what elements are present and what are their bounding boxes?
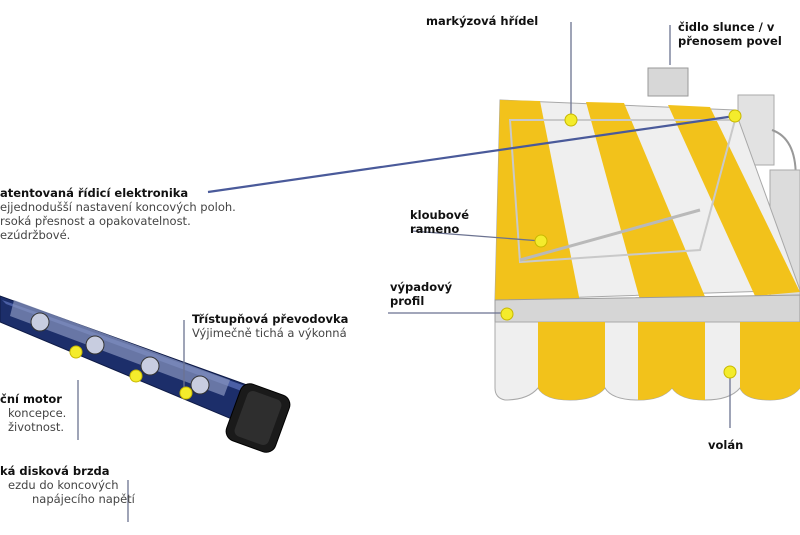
label-brake-desc1: ezdu do koncových xyxy=(8,478,119,492)
internal-bearing xyxy=(30,312,50,332)
fabric-stripe xyxy=(586,102,706,300)
leader-electronics xyxy=(207,114,736,194)
label-electronics-title: atentovaná řídicí elektronika xyxy=(0,186,189,200)
label-shaft: markýzová hřídel xyxy=(426,14,539,28)
callout-dot xyxy=(534,234,548,248)
label-motor: ční motor koncepce. životnost. xyxy=(0,392,66,434)
fabric-stripe xyxy=(495,100,580,302)
label-gearbox: Třístupňová převodovka Výjimečně tichá a… xyxy=(192,312,348,340)
label-gearbox-title: Třístupňová převodovka xyxy=(192,312,349,326)
callout-dot xyxy=(179,386,193,400)
internal-bearing xyxy=(140,356,160,376)
awning-illustration xyxy=(494,67,800,401)
label-brake-title: ká disková brzda xyxy=(0,464,110,478)
callout-dot xyxy=(723,365,737,379)
label-arm-line1: kloubové xyxy=(410,208,470,222)
valance-stripe xyxy=(740,322,800,400)
motor-internals xyxy=(10,300,230,396)
internal-bearing xyxy=(85,335,105,355)
label-profile-line1: výpadový xyxy=(390,280,453,294)
label-motor-desc2: životnost. xyxy=(8,420,65,434)
fabric-stripe xyxy=(668,105,800,296)
front-profile xyxy=(494,294,800,323)
articulated-arm xyxy=(519,208,701,262)
label-profile-line2: profil xyxy=(390,294,425,308)
callout-dots xyxy=(69,109,742,400)
motor-end-cap-ridge xyxy=(234,390,282,446)
motor-housing xyxy=(647,67,689,97)
callout-dot xyxy=(564,113,578,127)
label-motor-desc1: koncepce. xyxy=(8,406,67,420)
label-profile: výpadový profil xyxy=(390,280,452,308)
valance-stripe xyxy=(638,322,705,400)
label-valance: volán xyxy=(708,438,744,452)
valance-stripe xyxy=(538,322,605,400)
label-brake: ká disková brzda ezdu do koncových napáj… xyxy=(0,464,135,506)
label-motor-title: ční motor xyxy=(0,392,62,406)
callout-dot xyxy=(129,369,143,383)
tubular-motor xyxy=(0,295,291,453)
callout-dot xyxy=(728,109,742,123)
label-gearbox-desc: Výjimečně tichá a výkonná xyxy=(192,326,347,340)
arm-frame xyxy=(508,119,737,264)
label-sensor-line2: přenosem povel xyxy=(678,34,782,48)
leader-arm xyxy=(411,230,542,242)
label-arm-line2: rameno xyxy=(410,222,460,236)
label-brake-desc2: napájecího napětí xyxy=(32,492,135,506)
leader-lines xyxy=(77,22,736,522)
internal-bearing xyxy=(190,375,210,395)
callout-dot xyxy=(500,307,514,321)
label-electronics-desc1: ejjednodušší nastavení koncových poloh. xyxy=(0,200,236,214)
label-sensor-line1: čidlo slunce / v xyxy=(678,20,775,34)
label-electronics-desc3: ezúdržbové. xyxy=(0,228,71,242)
label-arm: kloubové rameno xyxy=(410,208,469,236)
callout-dot xyxy=(69,345,83,359)
label-electronics-desc2: rsoká přesnost a opakovatelnost. xyxy=(0,214,191,228)
label-sensor: čidlo slunce / v přenosem povel xyxy=(678,20,782,48)
label-electronics: atentovaná řídicí elektronika ejjednoduš… xyxy=(0,186,236,242)
